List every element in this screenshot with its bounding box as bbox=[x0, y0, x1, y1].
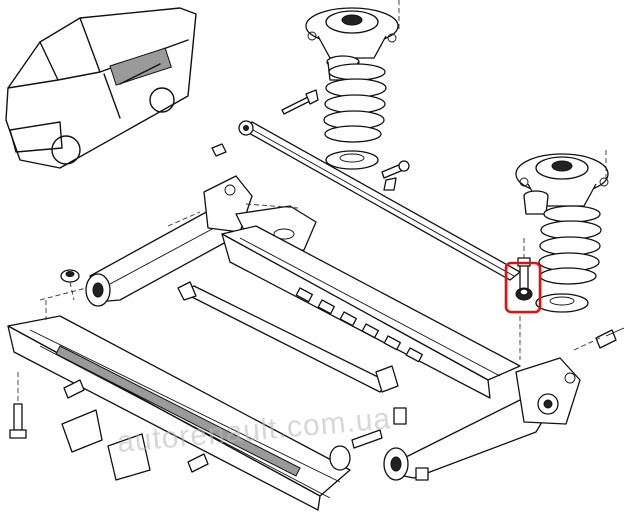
tie-rod-lower bbox=[177, 281, 399, 393]
bolt-mid bbox=[381, 160, 410, 191]
highlight-box bbox=[504, 261, 542, 314]
bolt-lower-left bbox=[9, 372, 27, 439]
van-illustration bbox=[5, 7, 197, 169]
highlighted-bolt bbox=[504, 238, 542, 314]
bump-stop-right bbox=[523, 190, 549, 215]
bolt-bottom-right bbox=[329, 407, 429, 481]
rear-axle-beam bbox=[85, 175, 581, 481]
cross-member-lower bbox=[7, 315, 351, 511]
bush-left-small bbox=[60, 269, 80, 283]
nut-small-left bbox=[211, 143, 227, 157]
upper-mount-right bbox=[515, 150, 609, 207]
bolt-lower-mid bbox=[63, 379, 209, 473]
bolt-right-bracket bbox=[595, 327, 625, 349]
coil-spring-left bbox=[323, 63, 387, 143]
spring-seat-left bbox=[325, 150, 379, 170]
assembly-guide-lines bbox=[39, 203, 601, 360]
spring-seat-right bbox=[535, 293, 589, 313]
upper-mount-left bbox=[305, 0, 400, 59]
bolt-upper-left bbox=[281, 89, 319, 115]
coil-spring-right bbox=[538, 205, 602, 285]
bracket-lower-left bbox=[61, 409, 151, 481]
